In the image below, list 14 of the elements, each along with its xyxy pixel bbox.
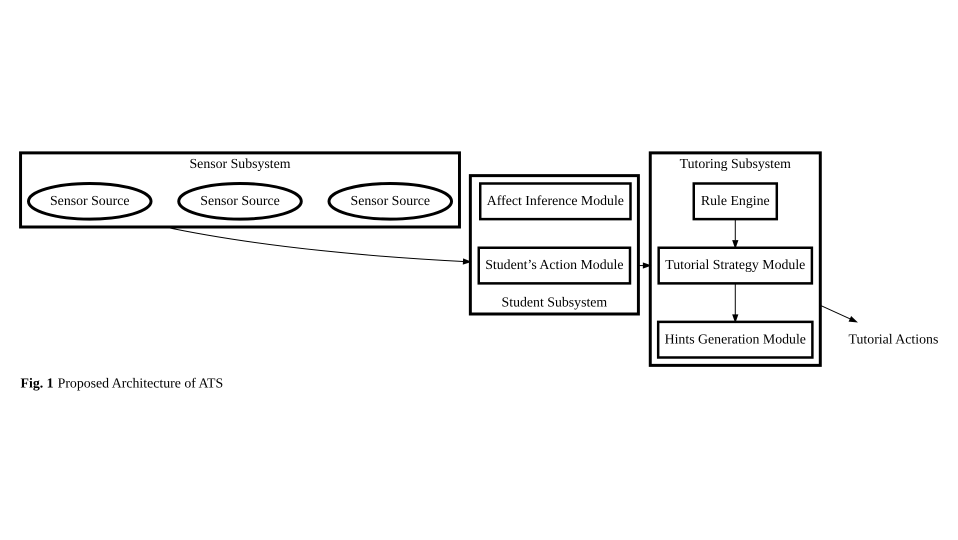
node-box: Student’s Action Module [478, 246, 632, 284]
node-ellipse: Sensor Source [328, 182, 454, 220]
node-ellipse: Sensor Source [27, 182, 153, 220]
node-text: Tutorial Actions [848, 330, 938, 346]
node-box: Rule Engine [692, 182, 778, 220]
node-box: Tutorial Strategy Module [657, 246, 814, 284]
node-box: Affect Inference Module [479, 182, 632, 220]
node-box: Hints Generation Module [656, 320, 814, 358]
caption: Fig. 1 Proposed Architecture of ATS [20, 374, 224, 390]
arrow [732, 218, 738, 249]
arrow [638, 262, 652, 268]
arrow [732, 282, 738, 323]
node-ellipse: Sensor Source [177, 182, 303, 220]
arrow [820, 304, 858, 322]
